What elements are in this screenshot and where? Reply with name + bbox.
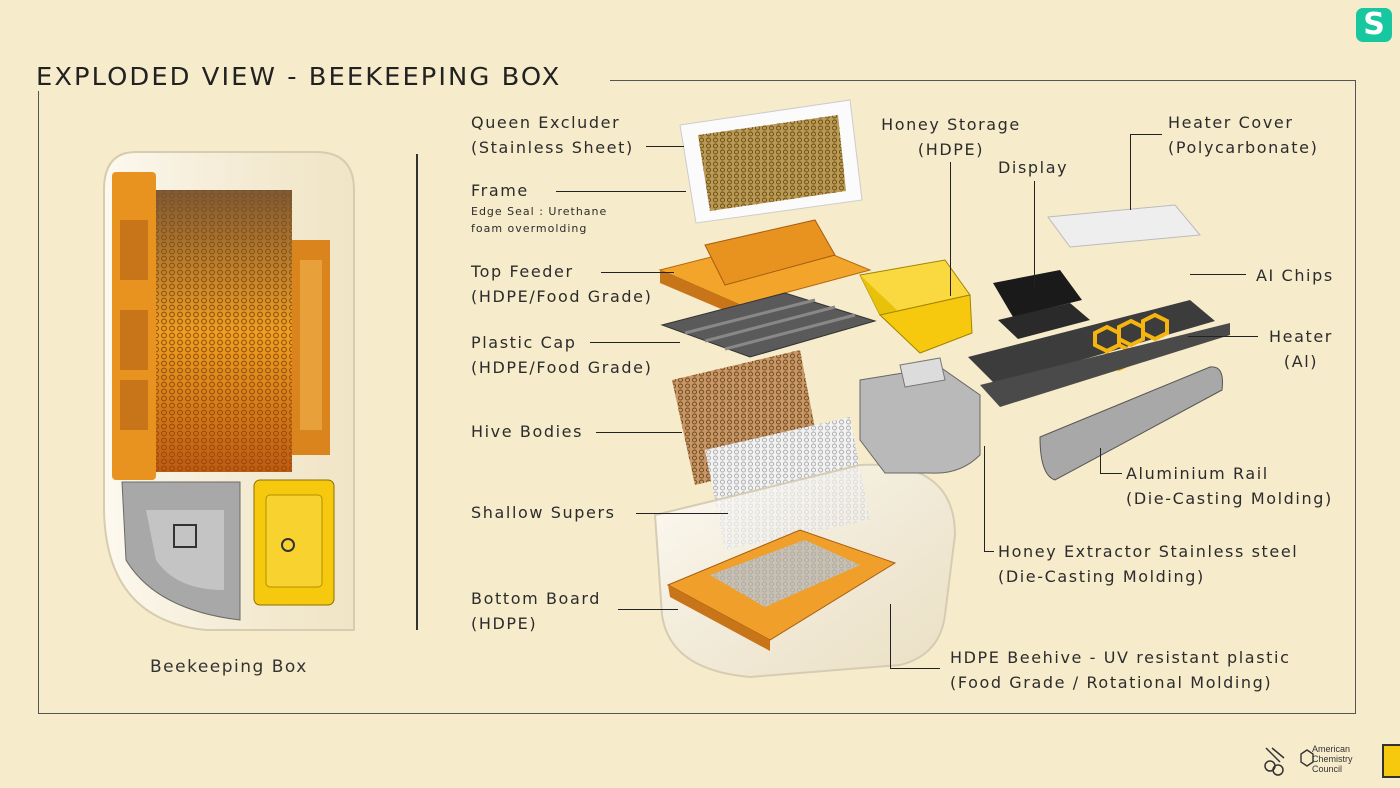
label-queen-excluder: Queen Excluder(Stainless Sheet) (471, 113, 634, 157)
brand-logo: S (1356, 8, 1392, 42)
label-shallow-supers: Shallow Supers (471, 503, 616, 522)
aluminium-rail-part (1039, 366, 1223, 481)
label-heater: Heater(Al) (1269, 327, 1333, 371)
label-honey-extractor: Honey Extractor Stainless steel(Die-Cast… (998, 542, 1299, 586)
acc-hexagon-icon (1300, 749, 1314, 767)
leader-honey-storage (950, 162, 951, 296)
panel-divider (416, 154, 418, 630)
leader-honey-extractor (984, 446, 985, 551)
heater-cover-part (1047, 204, 1201, 248)
leader-queen-excluder (646, 146, 684, 147)
title-rule (610, 80, 1356, 81)
exploded-components-illustration (653, 99, 1230, 679)
label-ai-chips: AI Chips (1256, 266, 1334, 285)
yellow-corner-tab (1382, 744, 1400, 778)
display-part (993, 270, 1082, 317)
leader-shallow-supers (636, 513, 728, 514)
leader-ai-chips (1190, 274, 1246, 275)
leader-display (1034, 181, 1035, 287)
label-heater-cover: Heater Cover(Polycarbonate) (1168, 113, 1319, 157)
label-plastic-cap: Plastic Cap(HDPE/Food Grade) (471, 333, 653, 377)
label-bottom-board: Bottom Board(HDPE) (471, 589, 601, 633)
leader-heater (1188, 336, 1258, 337)
leader-hive-bodies (596, 432, 682, 433)
bee-logo-icon (1264, 747, 1285, 776)
honey-extractor-part (859, 366, 981, 474)
leader-beehive (890, 604, 891, 668)
leader-bottom-board (618, 609, 678, 610)
acc-logo: American Chemistry Council (1312, 744, 1353, 774)
assembled-box-caption: Beekeeping Box (150, 657, 308, 677)
leader-top-feeder (601, 272, 674, 273)
label-display: Display (998, 158, 1069, 177)
label-frame: Frame Edge Seal : Urethane foam overmold… (471, 181, 608, 235)
label-top-feeder: Top Feeder(HDPE/Food Grade) (471, 262, 653, 306)
heater-part (968, 300, 1215, 385)
content-frame (38, 80, 1356, 714)
leader-frame (556, 191, 686, 192)
label-honey-storage: Honey Storage(HDPE) (881, 115, 1021, 159)
page-title: EXPLODED VIEW - BEEKEEPING BOX (36, 62, 574, 91)
assembled-box-illustration (103, 151, 355, 631)
label-beehive: HDPE Beehive - UV resistant plastic(Food… (950, 648, 1291, 692)
leader-heater-cover (1130, 134, 1131, 210)
leader-aluminium-rail (1100, 448, 1101, 473)
label-hive-bodies: Hive Bodies (471, 422, 584, 441)
leader-plastic-cap (590, 342, 680, 343)
label-aluminium-rail: Aluminium Rail(Die-Casting Molding) (1126, 464, 1333, 508)
